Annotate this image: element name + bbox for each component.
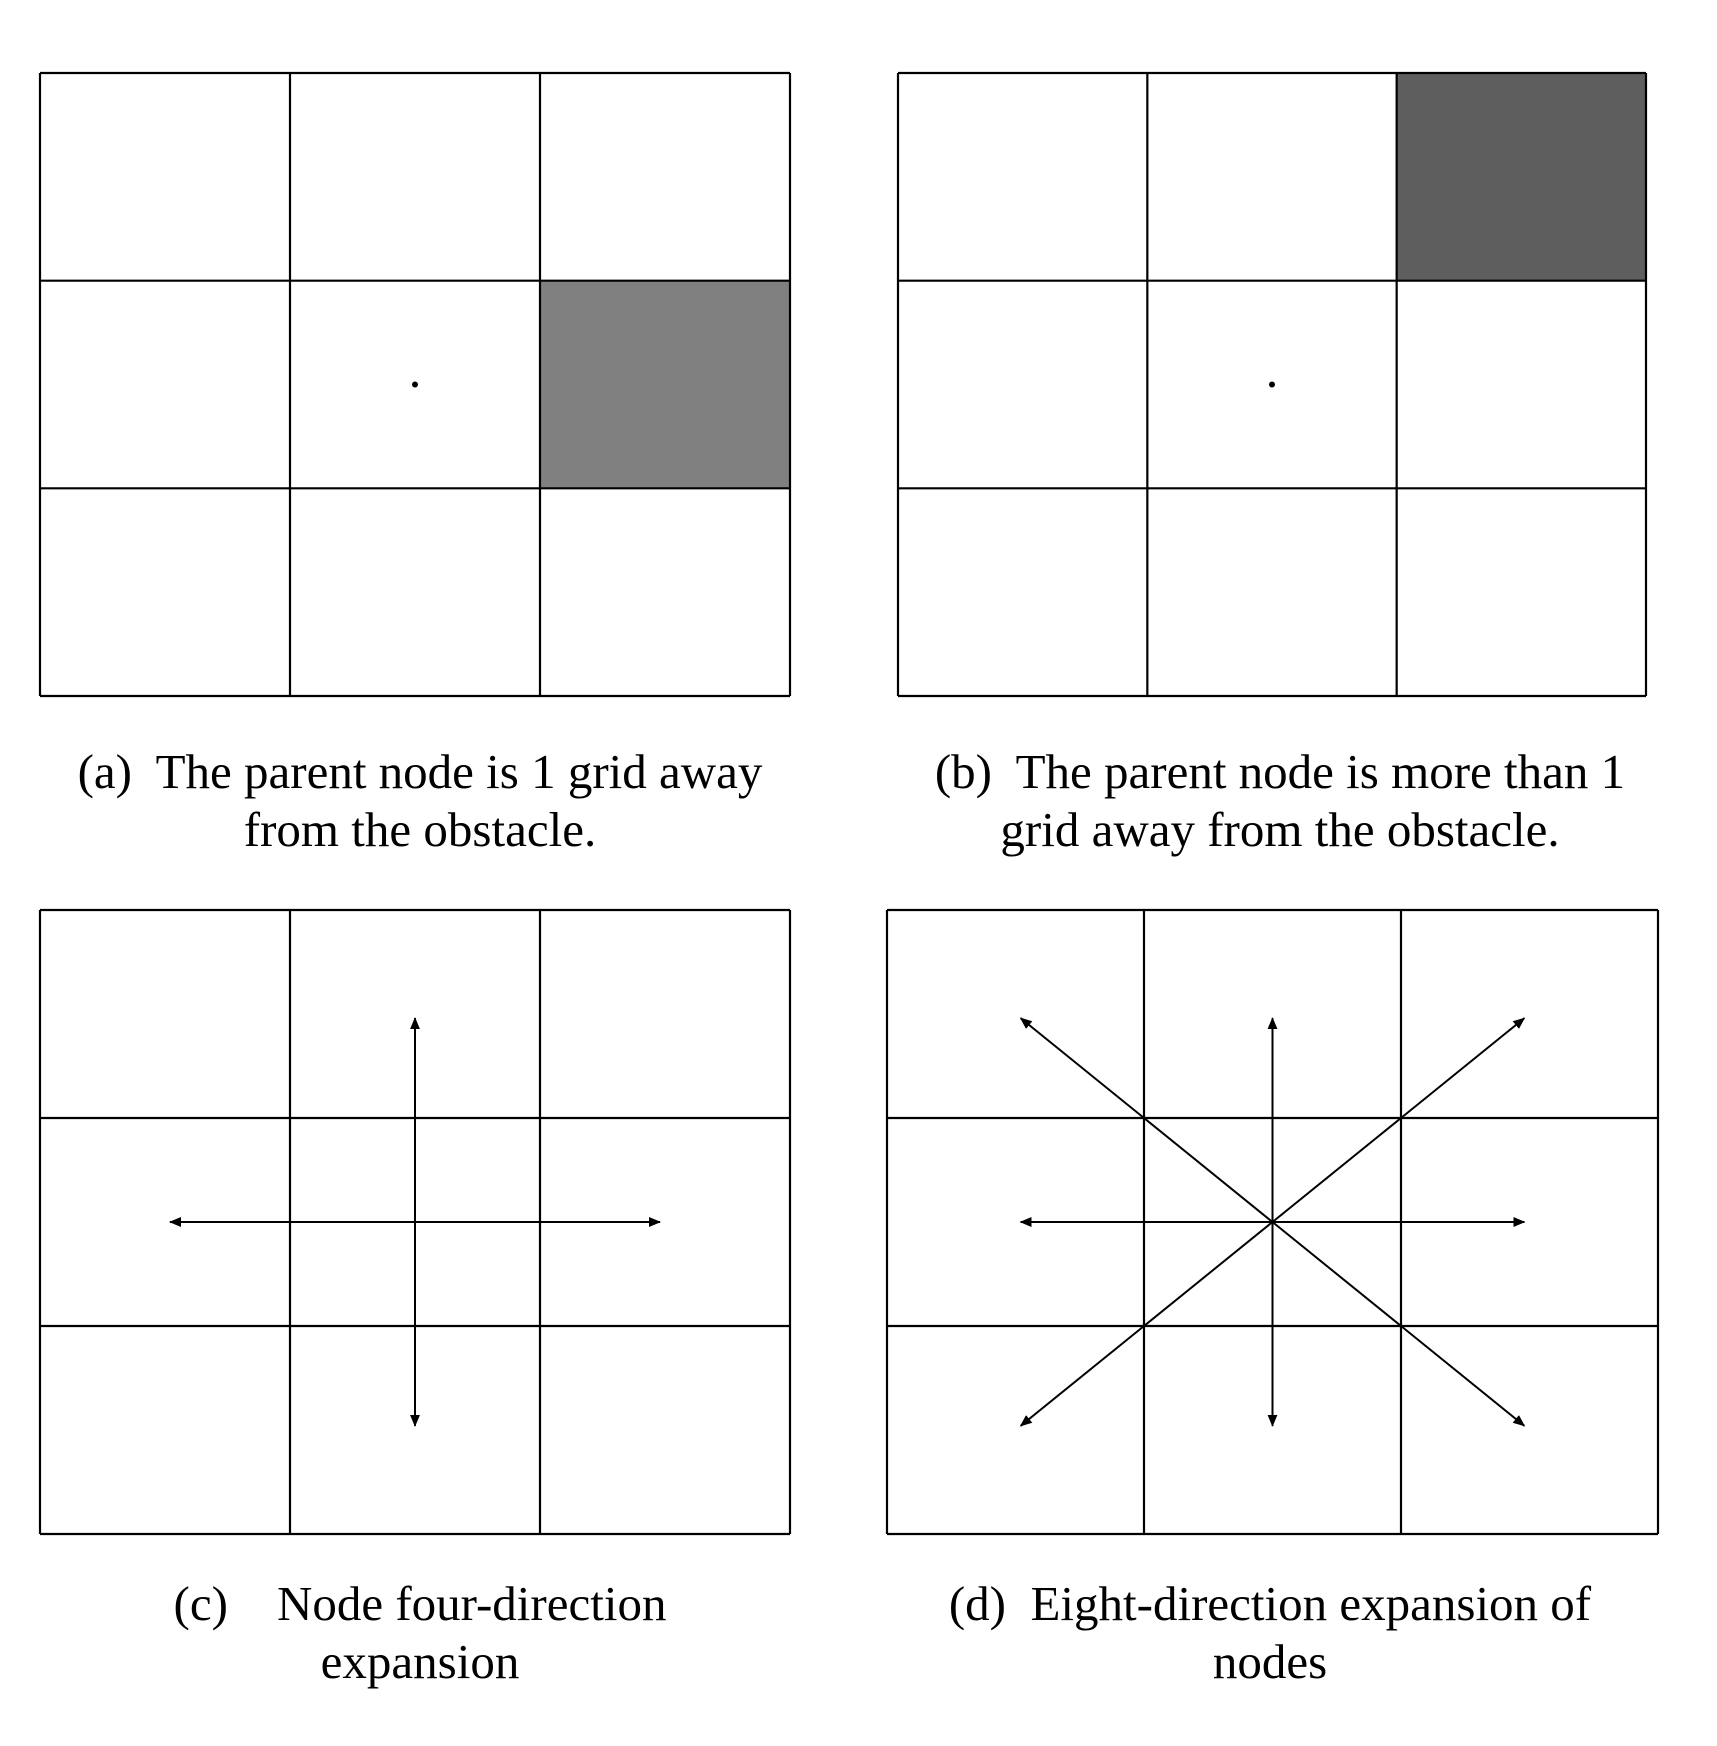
caption-c: (c) Node four-direction expansion <box>40 1575 800 1691</box>
caption-a-line1: The parent node is 1 grid away <box>155 744 763 799</box>
panel-b <box>896 71 1648 698</box>
caption-a-tag: (a) <box>77 744 132 799</box>
caption-b: (b) The parent node is more than 1 grid … <box>900 743 1660 859</box>
caption-a: (a) The parent node is 1 grid away from … <box>40 743 800 859</box>
arrow-down-left <box>1019 1221 1274 1427</box>
caption-b-tag: (b) <box>934 744 992 799</box>
obstacle-cell <box>1396 73 1646 281</box>
arrow-down-right <box>1271 1221 1526 1427</box>
caption-d-line2: nodes <box>1212 1634 1328 1689</box>
caption-d-tag: (d) <box>948 1576 1006 1631</box>
caption-d: (d) Eight-direction expansion of nodes <box>880 1575 1660 1691</box>
panel-a <box>38 71 792 698</box>
caption-a-line2: from the obstacle. <box>243 802 597 857</box>
caption-c-line2: expansion <box>320 1634 520 1689</box>
caption-c-tag: (c) <box>173 1576 228 1631</box>
panel-d <box>885 908 1660 1536</box>
arrow-up-left <box>1019 1017 1274 1223</box>
arrow-up-right <box>1271 1017 1526 1223</box>
obstacle-cell <box>540 280 790 489</box>
panel-c <box>38 908 792 1536</box>
caption-b-line2: grid away from the obstacle. <box>1000 802 1560 857</box>
parent-node-dot <box>1269 381 1275 388</box>
caption-b-line1: The parent node is more than 1 <box>1015 744 1626 799</box>
parent-node-dot <box>412 381 418 388</box>
caption-d-line1: Eight-direction expansion of <box>1030 1576 1592 1631</box>
caption-c-line1: Node four-direction <box>276 1576 667 1631</box>
